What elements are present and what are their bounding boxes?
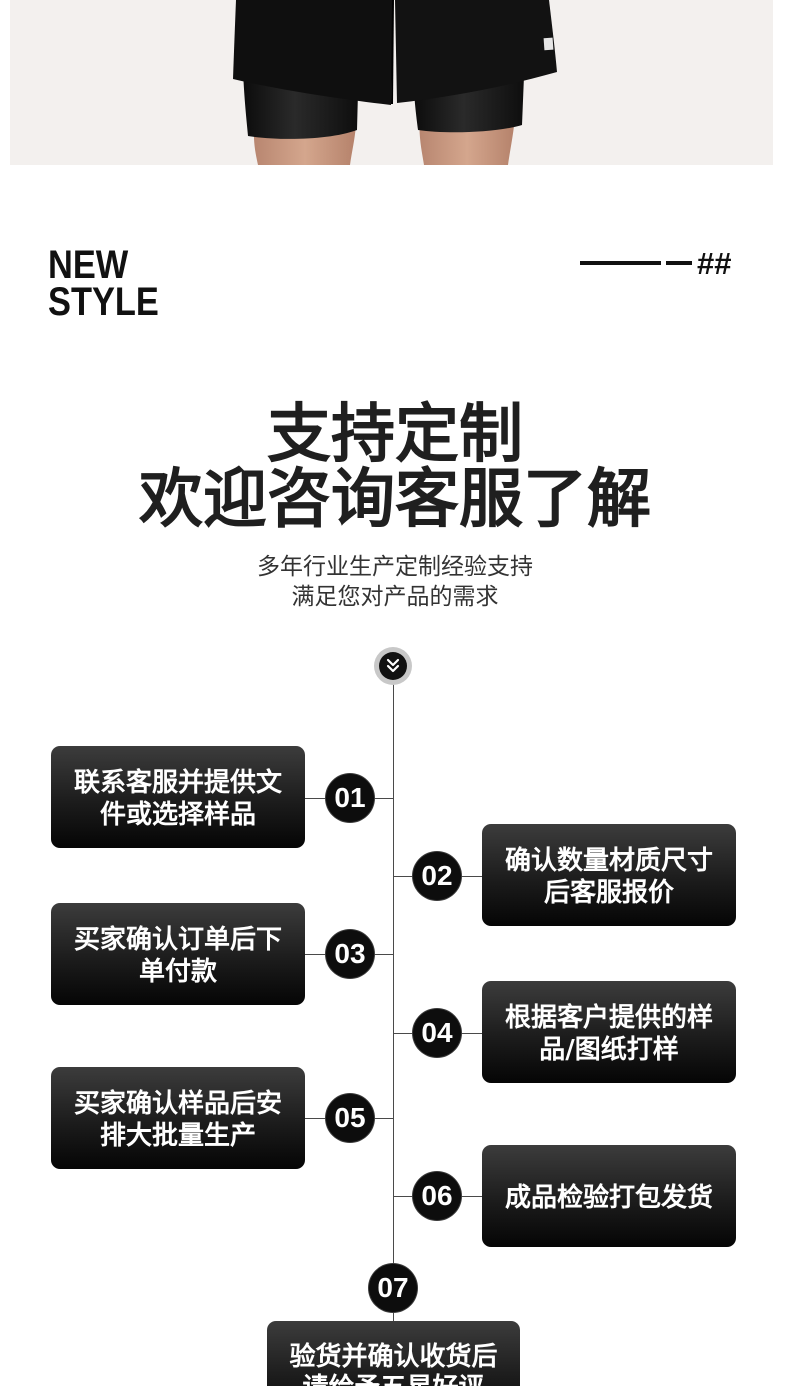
main-heading-line1: 支持定制: [267, 398, 523, 472]
outer-shorts-left: [233, 0, 393, 105]
step-box: 根据客户提供的样 品/图纸打样: [482, 981, 736, 1083]
step-number-badge: 07: [369, 1264, 417, 1312]
step-number-badge: 06: [413, 1172, 461, 1220]
chevron-lower: [386, 664, 400, 673]
step-text-line: 买家确认订单后下: [73, 924, 282, 955]
shorts-photo-graphic: [233, 0, 557, 165]
hash-mark: ##: [697, 246, 732, 281]
step-number-badge: 04: [413, 1009, 461, 1057]
step-text-line: 排大批量生产: [99, 1120, 256, 1151]
step-box: 买家确认订单后下 单付款: [51, 903, 305, 1005]
step-text-line: 请给予五星好评: [267, 1372, 520, 1386]
chevron-upper: [386, 658, 400, 667]
step-number-badge: 02: [413, 852, 461, 900]
shorts-label-tag: [543, 37, 554, 51]
step-text-line: 件或选择样品: [99, 799, 256, 830]
step-number-badge: 05: [326, 1094, 374, 1142]
title-line-style: STYLE: [48, 280, 159, 324]
decorative-divider-long: [580, 261, 661, 265]
subtitle-line1: 多年行业生产定制经验支持: [257, 554, 533, 580]
step-text-line: 根据客户提供的样: [504, 1002, 713, 1033]
main-heading-line2: 欢迎咨询客服了解: [139, 463, 651, 537]
step-box: 确认数量材质尺寸 后客服报价: [482, 824, 736, 926]
title-line-new: NEW: [48, 243, 129, 287]
step-number-badge: 01: [326, 774, 374, 822]
decorative-divider-short: [666, 261, 692, 265]
subtitle-line2: 满足您对产品的需求: [291, 584, 499, 610]
step-text-line: 买家确认样品后安: [73, 1088, 282, 1119]
step-box: 成品检验打包发货: [482, 1145, 736, 1247]
step-text-line: 后客服报价: [543, 877, 674, 908]
product-photo: [10, 0, 773, 165]
step-box: 联系客服并提供文 件或选择样品: [51, 746, 305, 848]
step-number-badge: 03: [326, 930, 374, 978]
timeline-line: [393, 684, 394, 1321]
step-text-line: 确认数量材质尺寸: [504, 845, 713, 876]
step-text-line: 品/图纸打样: [539, 1034, 679, 1065]
new-style-title: NEW STYLE: [48, 243, 159, 324]
shorts-center-seam: [391, 0, 394, 105]
step-text-line: 联系客服并提供文: [73, 767, 282, 798]
step-text-line: 单付款: [138, 956, 217, 987]
outer-shorts-right: [395, 0, 557, 103]
chevron-double-down-icon: [373, 646, 413, 686]
step-text-line: 成品检验打包发货: [504, 1182, 713, 1213]
step-box: 买家确认样品后安 排大批量生产: [51, 1067, 305, 1169]
step-text-line: 验货并确认收货后: [289, 1342, 498, 1372]
step-box: 验货并确认收货后 请给予五星好评: [267, 1321, 520, 1386]
